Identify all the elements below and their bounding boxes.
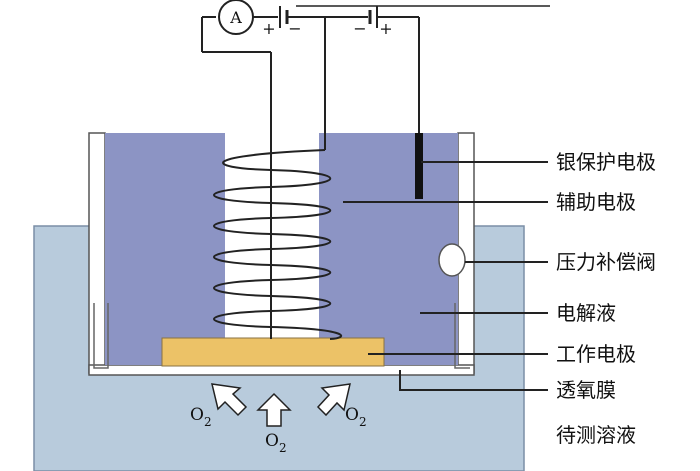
- battery1-minus: −: [288, 19, 301, 38]
- ammeter-symbol: A: [229, 8, 242, 27]
- label-auxiliary-electrode: 辅助电极: [556, 190, 636, 214]
- container-left-wall: [88, 132, 106, 374]
- label-working-electrode: 工作电极: [556, 342, 636, 366]
- working-electrode: [161, 337, 385, 367]
- membrane-left-lip: [93, 303, 109, 369]
- label-oxygen-permeable-membrane: 透氧膜: [556, 378, 616, 402]
- label-pressure-compensation-valve: 压力补偿阀: [556, 250, 656, 274]
- silver-electrode: [415, 133, 423, 199]
- o2-label-left: O2: [190, 405, 212, 429]
- battery2-minus: −: [353, 19, 366, 38]
- membrane-right-lip: [454, 303, 470, 369]
- label-test-solution: 待测溶液: [556, 423, 636, 447]
- leader-membrane: [399, 370, 548, 391]
- oxygen-arrow-right: [316, 383, 351, 417]
- label-electrolyte: 电解液: [556, 301, 616, 325]
- oxygen-arrow-center: [256, 392, 292, 427]
- label-silver-protective-electrode: 银保护电极: [556, 150, 656, 174]
- pressure-valve: [438, 243, 466, 277]
- auxiliary-coil: [213, 149, 343, 340]
- battery2-plus: +: [379, 19, 392, 38]
- o2-label-right: O2: [345, 405, 367, 429]
- oxygen-arrow-left: [211, 383, 248, 417]
- battery1-plus: +: [262, 19, 275, 38]
- o2-label-center: O2: [265, 431, 287, 455]
